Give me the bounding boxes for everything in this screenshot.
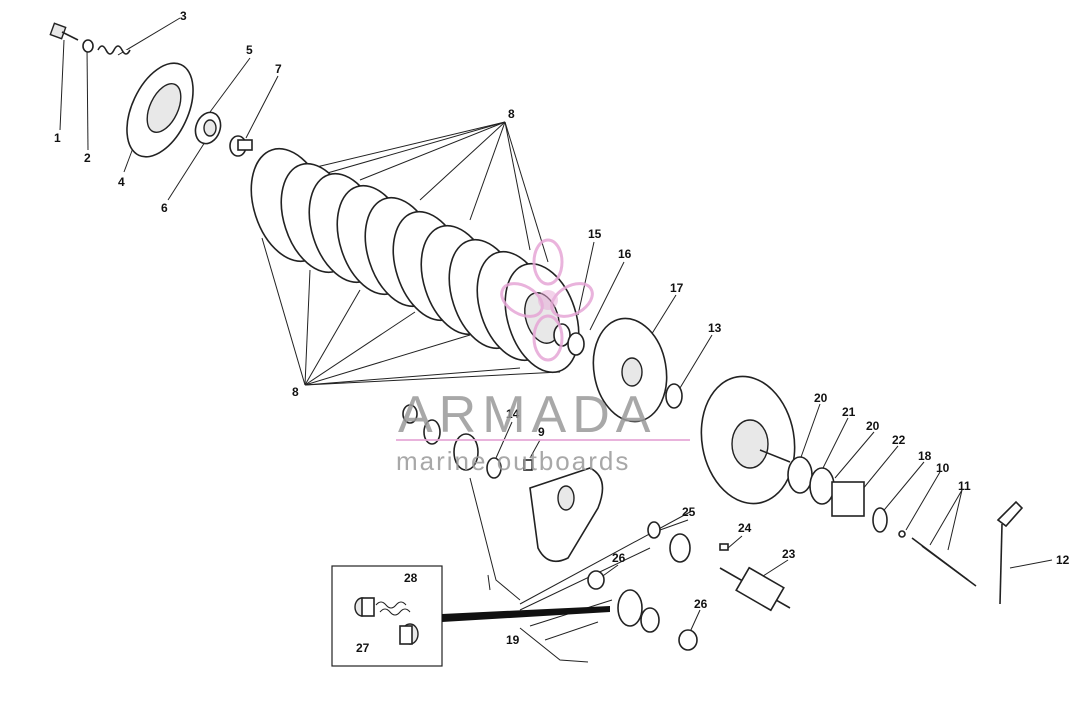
bearing-icon (194, 111, 222, 145)
inset-detail-box (331, 565, 610, 667)
spring-icon (97, 45, 131, 55)
callout-7: 7 (275, 62, 282, 76)
gear-icon (809, 467, 835, 505)
callout-3: 3 (180, 9, 187, 23)
callout-20-b: 20 (866, 419, 880, 433)
callout-10: 10 (936, 461, 950, 475)
callout-26-b: 26 (694, 597, 708, 611)
washer-icon (486, 457, 502, 479)
callout-26-a: 26 (612, 551, 626, 565)
washer-icon (82, 39, 94, 53)
watermark-tagline: marine outboards (396, 446, 630, 476)
callout-11: 11 (958, 479, 971, 493)
washer-icon (665, 383, 683, 409)
bushing-icon (831, 481, 865, 517)
callout-24: 24 (738, 521, 752, 535)
pressure-plate-icon (126, 62, 194, 158)
flower-logo-icon (500, 238, 594, 362)
leader-lines (59, 17, 1053, 663)
lever-icon (996, 500, 1024, 605)
pump-cover-icon (529, 467, 604, 563)
watermark-brand: ARMADA (398, 386, 656, 444)
clutch-plates-stack (250, 147, 580, 374)
gear-disk-icon (592, 317, 668, 423)
gear-icon (423, 419, 441, 445)
callout-9: 9 (538, 425, 545, 439)
callout-12: 12 (1056, 553, 1070, 567)
callout-13: 13 (708, 321, 722, 335)
nut-icon (402, 404, 418, 424)
callout-5: 5 (246, 43, 253, 57)
gear-icon (787, 456, 813, 494)
callout-4: 4 (118, 175, 125, 189)
callout-15: 15 (588, 227, 602, 241)
callout-23: 23 (782, 547, 796, 561)
washer-icon (678, 629, 698, 651)
callout-16: 16 (618, 247, 632, 261)
watermark: ARMADA marine outboards (396, 238, 690, 476)
callout-14: 14 (506, 407, 520, 421)
parts (49, 22, 1024, 651)
inset-pointer (442, 606, 610, 622)
callout-labels: 1 2 3 4 5 6 7 8 8 15 16 17 13 14 9 20 21… (54, 9, 1070, 655)
washer-icon (587, 570, 605, 590)
gear-icon (617, 589, 643, 627)
callout-17: 17 (670, 281, 684, 295)
callout-2: 2 (84, 151, 91, 165)
callout-19: 19 (506, 633, 520, 647)
clutch-basket-icon (700, 375, 796, 505)
key-icon (523, 459, 533, 471)
washer-icon (567, 332, 585, 356)
gear-icon (640, 607, 660, 633)
gear-icon (669, 533, 691, 563)
callout-20-a: 20 (814, 391, 828, 405)
callout-25: 25 (682, 505, 696, 519)
callout-6: 6 (161, 201, 168, 215)
callout-18: 18 (918, 449, 932, 463)
callout-27: 27 (356, 641, 370, 655)
washer-icon (872, 507, 888, 533)
push-piece-icon (229, 135, 253, 157)
callout-8-bottom: 8 (292, 385, 299, 399)
nut-icon (647, 521, 661, 539)
pin-icon (719, 543, 729, 551)
ball-icon (898, 530, 906, 538)
spring-icon (375, 601, 411, 616)
callout-28: 28 (404, 571, 418, 585)
callout-1: 1 (54, 131, 61, 145)
bolt-icon (49, 22, 79, 41)
shaft-icon (719, 566, 791, 612)
gear-icon (453, 433, 479, 471)
callout-22: 22 (892, 433, 906, 447)
callout-8-top: 8 (508, 107, 515, 121)
callout-21: 21 (842, 405, 856, 419)
